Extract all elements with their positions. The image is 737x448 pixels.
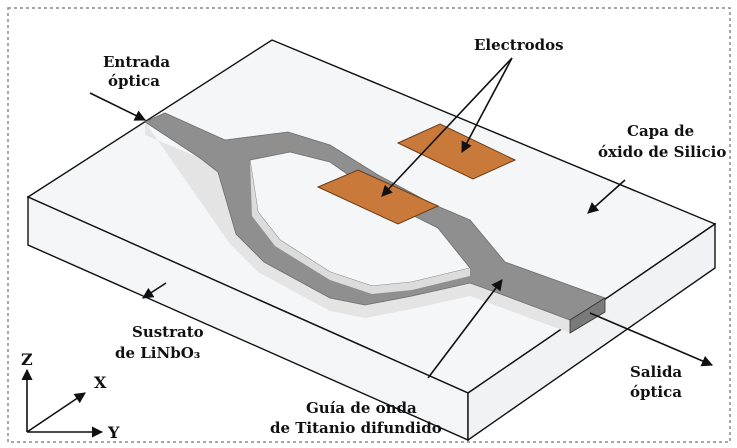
input-label-line1: Entrada xyxy=(103,53,170,71)
output-label-line2: óptica xyxy=(630,383,682,401)
waveguide-arrow xyxy=(427,279,503,379)
electrode-arrow-left xyxy=(381,57,513,197)
pointer-arrows xyxy=(89,57,714,379)
axis-z-label: Z xyxy=(21,350,33,369)
figure-frame xyxy=(7,7,731,443)
waveguide-label-line2: de Titanio difundido xyxy=(270,419,442,437)
waveguide xyxy=(144,112,606,334)
substrate-right-face xyxy=(467,222,716,442)
coordinate-axes xyxy=(21,368,104,438)
substrate-block xyxy=(26,39,717,442)
substrate-arrow xyxy=(142,282,167,299)
axis-y-label: Y xyxy=(107,423,120,442)
electrode-left xyxy=(316,169,440,225)
input-label-line2: óptica xyxy=(108,72,160,90)
substrate-label-line2: de LiNbO₃ xyxy=(115,344,200,362)
oxide-label-line2: óxido de Silicio xyxy=(598,143,726,161)
output-label-line1: Salida xyxy=(630,363,682,381)
electrode-arrow-right xyxy=(461,57,513,153)
waveguide-label-line1: Guía de onda xyxy=(306,399,417,417)
electrode-right xyxy=(396,123,517,180)
output-arrow xyxy=(589,312,714,367)
oxide-arrow xyxy=(587,179,626,214)
waveguide-output-face xyxy=(569,297,606,334)
waveguide-edge xyxy=(145,122,570,333)
substrate-label-line1: Sustrato xyxy=(132,323,204,341)
axis-x-line xyxy=(26,392,86,433)
waveguide-inner-shadow xyxy=(250,160,470,294)
electrodes-label: Electrodos xyxy=(474,36,564,54)
input-arrow xyxy=(89,92,147,121)
electrodes xyxy=(316,123,517,225)
axis-x-label: X xyxy=(94,373,107,392)
oxide-label-line1: Capa de xyxy=(627,122,694,140)
